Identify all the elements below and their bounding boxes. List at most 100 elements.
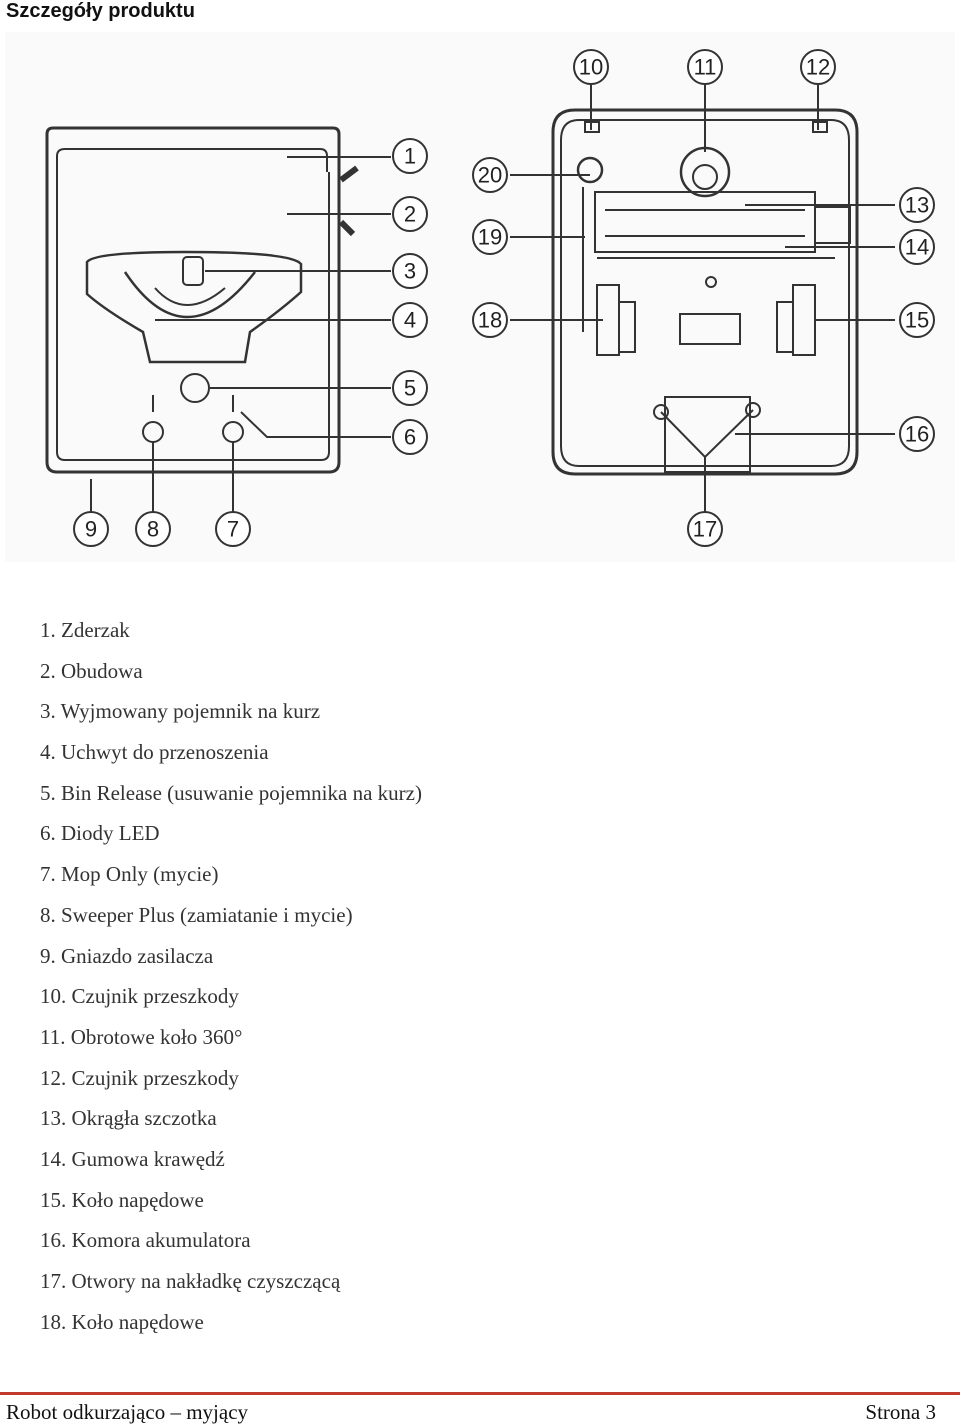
callout-6-label: 6 <box>404 425 416 450</box>
list-item: 7. Mop Only (mycie) <box>40 854 422 895</box>
callout-7: 7 <box>215 511 251 547</box>
callout-11: 11 <box>687 49 723 85</box>
list-item-label: Obrotowe koło 360° <box>70 1024 243 1049</box>
list-item: 12. Czujnik przeszkody <box>40 1058 422 1099</box>
list-item: 1. Zderzak <box>40 610 422 651</box>
product-diagram: 1 2 3 4 5 6 7 8 9 10 11 12 13 14 15 16 1… <box>5 32 955 562</box>
list-item: 2. Obudowa <box>40 651 422 692</box>
callout-12: 12 <box>800 49 836 85</box>
list-item-label: Czujnik przeszkody <box>71 1065 239 1090</box>
list-item-number: 14. <box>40 1146 67 1171</box>
callout-14: 14 <box>899 229 935 265</box>
callout-9: 9 <box>73 511 109 547</box>
list-item-number: 18. <box>40 1309 67 1334</box>
list-item: 3. Wyjmowany pojemnik na kurz <box>40 691 422 732</box>
callout-16-label: 16 <box>905 422 929 447</box>
list-item-label: Uchwyt do przenoszenia <box>61 740 269 765</box>
list-item-label: Czujnik przeszkody <box>71 984 239 1009</box>
list-item-number: 1. <box>40 618 56 642</box>
product-diagram-svg: 1 2 3 4 5 6 7 8 9 10 11 12 13 14 15 16 1… <box>45 49 935 547</box>
list-item: 11. Obrotowe koło 360° <box>40 1017 422 1058</box>
callout-16: 16 <box>899 416 935 452</box>
callout-7-label: 7 <box>227 517 239 542</box>
list-item-label: Zderzak <box>61 618 130 642</box>
list-item: 4. Uchwyt do przenoszenia <box>40 732 422 773</box>
list-item-number: 4. <box>40 740 56 765</box>
list-item-number: 17. <box>40 1269 67 1293</box>
list-item-number: 2. <box>40 658 56 683</box>
callout-2-label: 2 <box>404 202 416 227</box>
list-item: 17. Otwory na nakładkę czyszczącą <box>40 1261 422 1302</box>
callout-8: 8 <box>135 511 171 547</box>
list-item-number: 12. <box>40 1065 67 1090</box>
callout-13: 13 <box>899 187 935 223</box>
list-item-number: 13. <box>40 1106 67 1131</box>
callout-markers: 1 2 3 4 5 6 7 8 9 10 11 12 13 14 15 16 1… <box>73 49 935 547</box>
list-item-label: Koło napędowe <box>71 1309 204 1334</box>
list-item-number: 11. <box>40 1024 66 1049</box>
list-item: 14. Gumowa krawędź <box>40 1139 422 1180</box>
callout-17: 17 <box>687 511 723 547</box>
list-item: 15. Koło napędowe <box>40 1180 422 1221</box>
list-item-label: Sweeper Plus (zamiatanie i mycie) <box>61 902 353 927</box>
list-item-number: 16. <box>40 1228 67 1253</box>
list-item: 9. Gniazdo zasilacza <box>40 936 422 977</box>
list-item-label: Wyjmowany pojemnik na kurz <box>60 699 321 724</box>
callout-15-label: 15 <box>905 308 929 333</box>
callout-12-label: 12 <box>806 55 830 80</box>
callout-20-label: 20 <box>478 163 502 188</box>
callout-10-label: 10 <box>579 55 603 80</box>
callout-17-label: 17 <box>693 517 717 542</box>
footer-divider <box>0 1392 960 1395</box>
callout-18-label: 18 <box>478 308 502 333</box>
callout-4: 4 <box>392 302 428 338</box>
list-item-number: 5. <box>40 780 56 805</box>
page-title: Szczegóły produktu <box>6 0 195 22</box>
callout-1-label: 1 <box>404 144 416 169</box>
list-item-number: 3. <box>40 699 56 724</box>
parts-list: 1. Zderzak 2. Obudowa 3. Wyjmowany pojem… <box>40 610 422 1342</box>
callout-5: 5 <box>392 370 428 406</box>
list-item: 13. Okrągła szczotka <box>40 1098 422 1139</box>
list-item: 8. Sweeper Plus (zamiatanie i mycie) <box>40 895 422 936</box>
list-item: 18. Koło napędowe <box>40 1302 422 1343</box>
top-view-device <box>45 126 359 474</box>
callout-leaders <box>90 84 895 512</box>
list-item-label: Mop Only (mycie) <box>61 862 219 887</box>
list-item-label: Diody LED <box>61 821 160 846</box>
list-item: 5. Bin Release (usuwanie pojemnika na ku… <box>40 773 422 814</box>
list-item: 16. Komora akumulatora <box>40 1220 422 1261</box>
list-item-label: Otwory na nakładkę czyszczącą <box>71 1269 341 1293</box>
list-item-label: Komora akumulatora <box>71 1228 251 1253</box>
callout-3-label: 3 <box>404 259 416 284</box>
list-item-number: 10. <box>40 984 67 1009</box>
callout-5-label: 5 <box>404 376 416 401</box>
list-item-number: 15. <box>40 1187 67 1212</box>
list-item: 10. Czujnik przeszkody <box>40 976 422 1017</box>
callout-11-label: 11 <box>694 55 717 80</box>
list-item-label: Gniazdo zasilacza <box>61 943 214 968</box>
callout-19: 19 <box>472 219 508 255</box>
list-item: 6. Diody LED <box>40 813 422 854</box>
footer-document-title: Robot odkurzająco – myjący <box>6 1400 249 1424</box>
callout-14-label: 14 <box>905 235 929 260</box>
callout-15: 15 <box>899 302 935 338</box>
callout-19-label: 19 <box>478 225 502 250</box>
callout-8-label: 8 <box>147 517 159 542</box>
callout-9-label: 9 <box>85 517 97 542</box>
callout-3: 3 <box>392 253 428 289</box>
callout-1: 1 <box>392 138 428 174</box>
callout-2: 2 <box>392 196 428 232</box>
list-item-label: Obudowa <box>61 658 143 683</box>
callout-4-label: 4 <box>404 308 416 333</box>
list-item-label: Koło napędowe <box>71 1187 204 1212</box>
callout-10: 10 <box>573 49 609 85</box>
callout-20: 20 <box>472 157 508 193</box>
list-item-label: Okrągła szczotka <box>71 1106 217 1131</box>
bottom-view-device <box>551 108 859 476</box>
callout-13-label: 13 <box>905 193 929 218</box>
list-item-number: 6. <box>40 821 56 846</box>
list-item-label: Bin Release (usuwanie pojemnika na kurz) <box>61 780 422 805</box>
list-item-number: 7. <box>40 862 56 887</box>
callout-18: 18 <box>472 302 508 338</box>
